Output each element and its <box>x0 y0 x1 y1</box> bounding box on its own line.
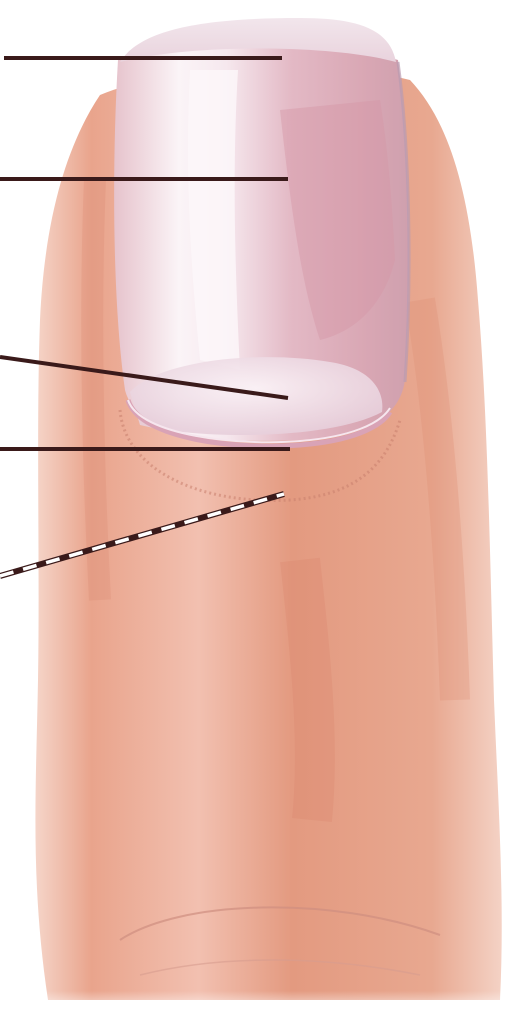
skin-shade-left <box>92 180 100 600</box>
skin-fade <box>0 860 512 1014</box>
skin-shade-center <box>300 560 315 820</box>
